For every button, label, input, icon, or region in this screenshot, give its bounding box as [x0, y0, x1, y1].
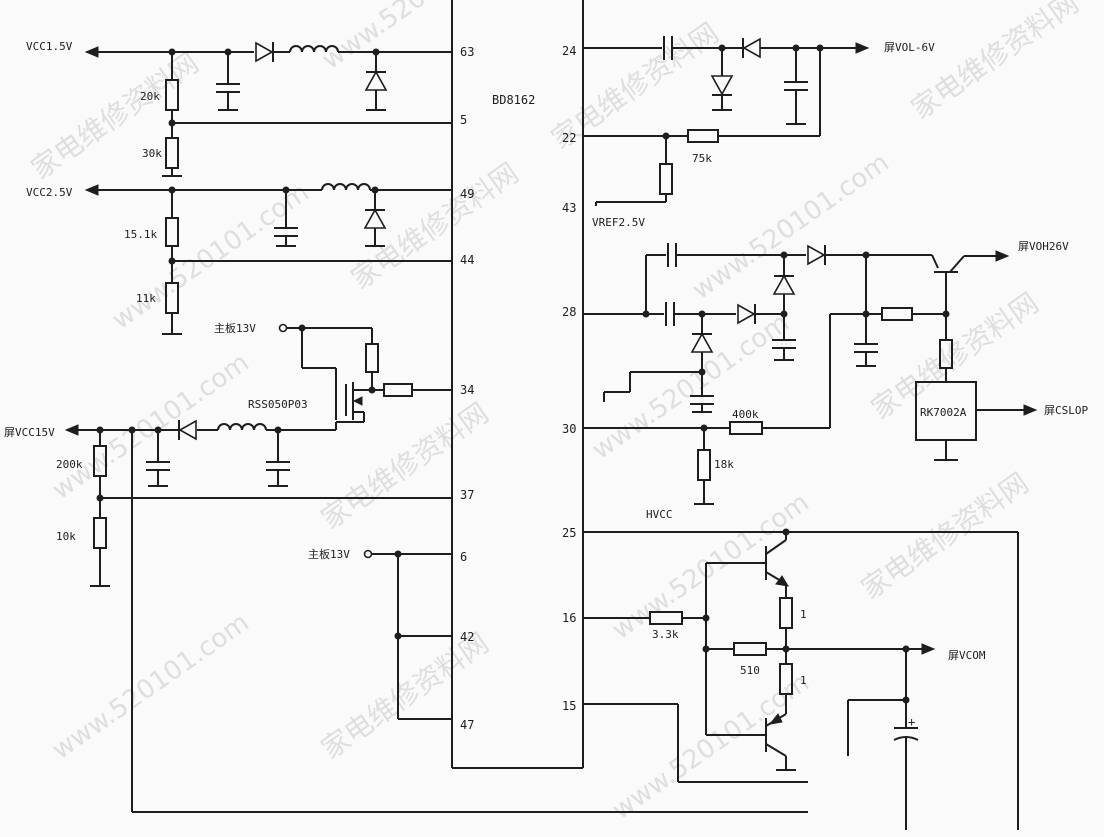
pin-42: 42	[460, 630, 474, 644]
main13v-pins-section: 主板13V	[308, 547, 452, 720]
pin-34: 34	[460, 383, 474, 397]
vol-section: 屏VOL-6V 75k VREF2.5V	[583, 36, 935, 229]
ic-rk7002a-label: RK7002A	[920, 406, 967, 419]
resistor-10k-label: 10k	[56, 530, 76, 543]
chip-pin-labels: 63 5 49 44 34 37 6 42 47 24 22 43 28 30 …	[460, 44, 576, 732]
vol-label: 屏VOL-6V	[884, 41, 935, 54]
hvcc-label: HVCC	[646, 508, 673, 521]
pin-5: 5	[460, 113, 467, 127]
vcc2-5v-section: VCC2.5V 15.1k 11k	[26, 183, 452, 335]
watermark-text: 家电维修资料网	[315, 396, 494, 535]
vcc15v-section: 屏VCC15V 200k 10k	[4, 419, 808, 813]
watermark-text: 家电维修资料网	[855, 466, 1034, 605]
vcom-label: 屏VCOM	[948, 649, 986, 662]
watermark-text: 家电维修资料网	[345, 156, 524, 295]
chip-bd8162: BD8162	[451, 0, 584, 769]
resistor-200k-label: 200k	[56, 458, 83, 471]
pin-16: 16	[562, 611, 576, 625]
resistor-1-top-label: 1	[800, 608, 807, 621]
main-board-13v-label-bottom: 主板13V	[308, 547, 350, 561]
watermark-text: 家电维修资料网	[315, 626, 494, 765]
vcc1-5v-section: VCC1.5V 20k 30k	[26, 40, 452, 177]
pin-49: 49	[460, 187, 474, 201]
pin-15: 15	[562, 699, 576, 713]
resistor-18k-label: 18k	[714, 458, 734, 471]
watermark-text: www.520101.com	[317, 0, 525, 76]
resistor-15-1k-label: 15.1k	[124, 228, 157, 241]
cslop-label: 屏CSLOP	[1044, 404, 1088, 417]
resistor-510-label: 510	[740, 664, 760, 677]
pin-22: 22	[562, 131, 576, 145]
cap-plus-sign: +	[908, 715, 915, 729]
vcc2-5v-label: VCC2.5V	[26, 186, 73, 199]
watermark-text: www.520101.com	[687, 148, 895, 306]
pin-37: 37	[460, 488, 474, 502]
resistor-20k-label: 20k	[140, 90, 160, 103]
vcc1-5v-label: VCC1.5V	[26, 40, 73, 53]
vcom-section: HVCC 1 1 3.3k	[583, 508, 1019, 830]
pin-44: 44	[460, 253, 474, 267]
watermark-text: www.520101.com	[607, 668, 815, 826]
vcc15v-label: 屏VCC15V	[4, 426, 55, 439]
watermark-text: 家电维修资料网	[905, 0, 1084, 126]
watermark-text: www.520101.com	[107, 178, 315, 336]
pin-25: 25	[562, 526, 576, 540]
resistor-11k-label: 11k	[136, 292, 156, 305]
watermark-text: www.520101.com	[607, 488, 815, 646]
pin-63: 63	[460, 45, 474, 59]
resistor-400k-label: 400k	[732, 408, 759, 421]
mosfet-section: 主板13V RSS050P03	[214, 321, 452, 423]
pin-24: 24	[562, 44, 576, 58]
resistor-30k-label: 30k	[142, 147, 162, 160]
main-board-13v-label-top: 主板13V	[214, 321, 256, 335]
pin-6: 6	[460, 550, 467, 564]
pin-47: 47	[460, 718, 474, 732]
mosfet-part-label: RSS050P03	[248, 398, 308, 411]
voh-section: 屏VOH26V RK7002A 屏CSLOP 400k 18k	[583, 240, 1088, 505]
resistor-3-3k-label: 3.3k	[652, 628, 679, 641]
resistor-1-bottom-label: 1	[800, 674, 807, 687]
watermark-text: www.520101.com	[587, 308, 795, 466]
watermark-text: www.520101.com	[47, 608, 255, 766]
voh-label: 屏VOH26V	[1018, 240, 1069, 253]
vref-label: VREF2.5V	[592, 216, 645, 229]
chip-name: BD8162	[492, 93, 535, 107]
resistor-75k-label: 75k	[692, 152, 712, 165]
pin-43: 43	[562, 201, 576, 215]
pin-30: 30	[562, 422, 576, 436]
pin-28: 28	[562, 305, 576, 319]
